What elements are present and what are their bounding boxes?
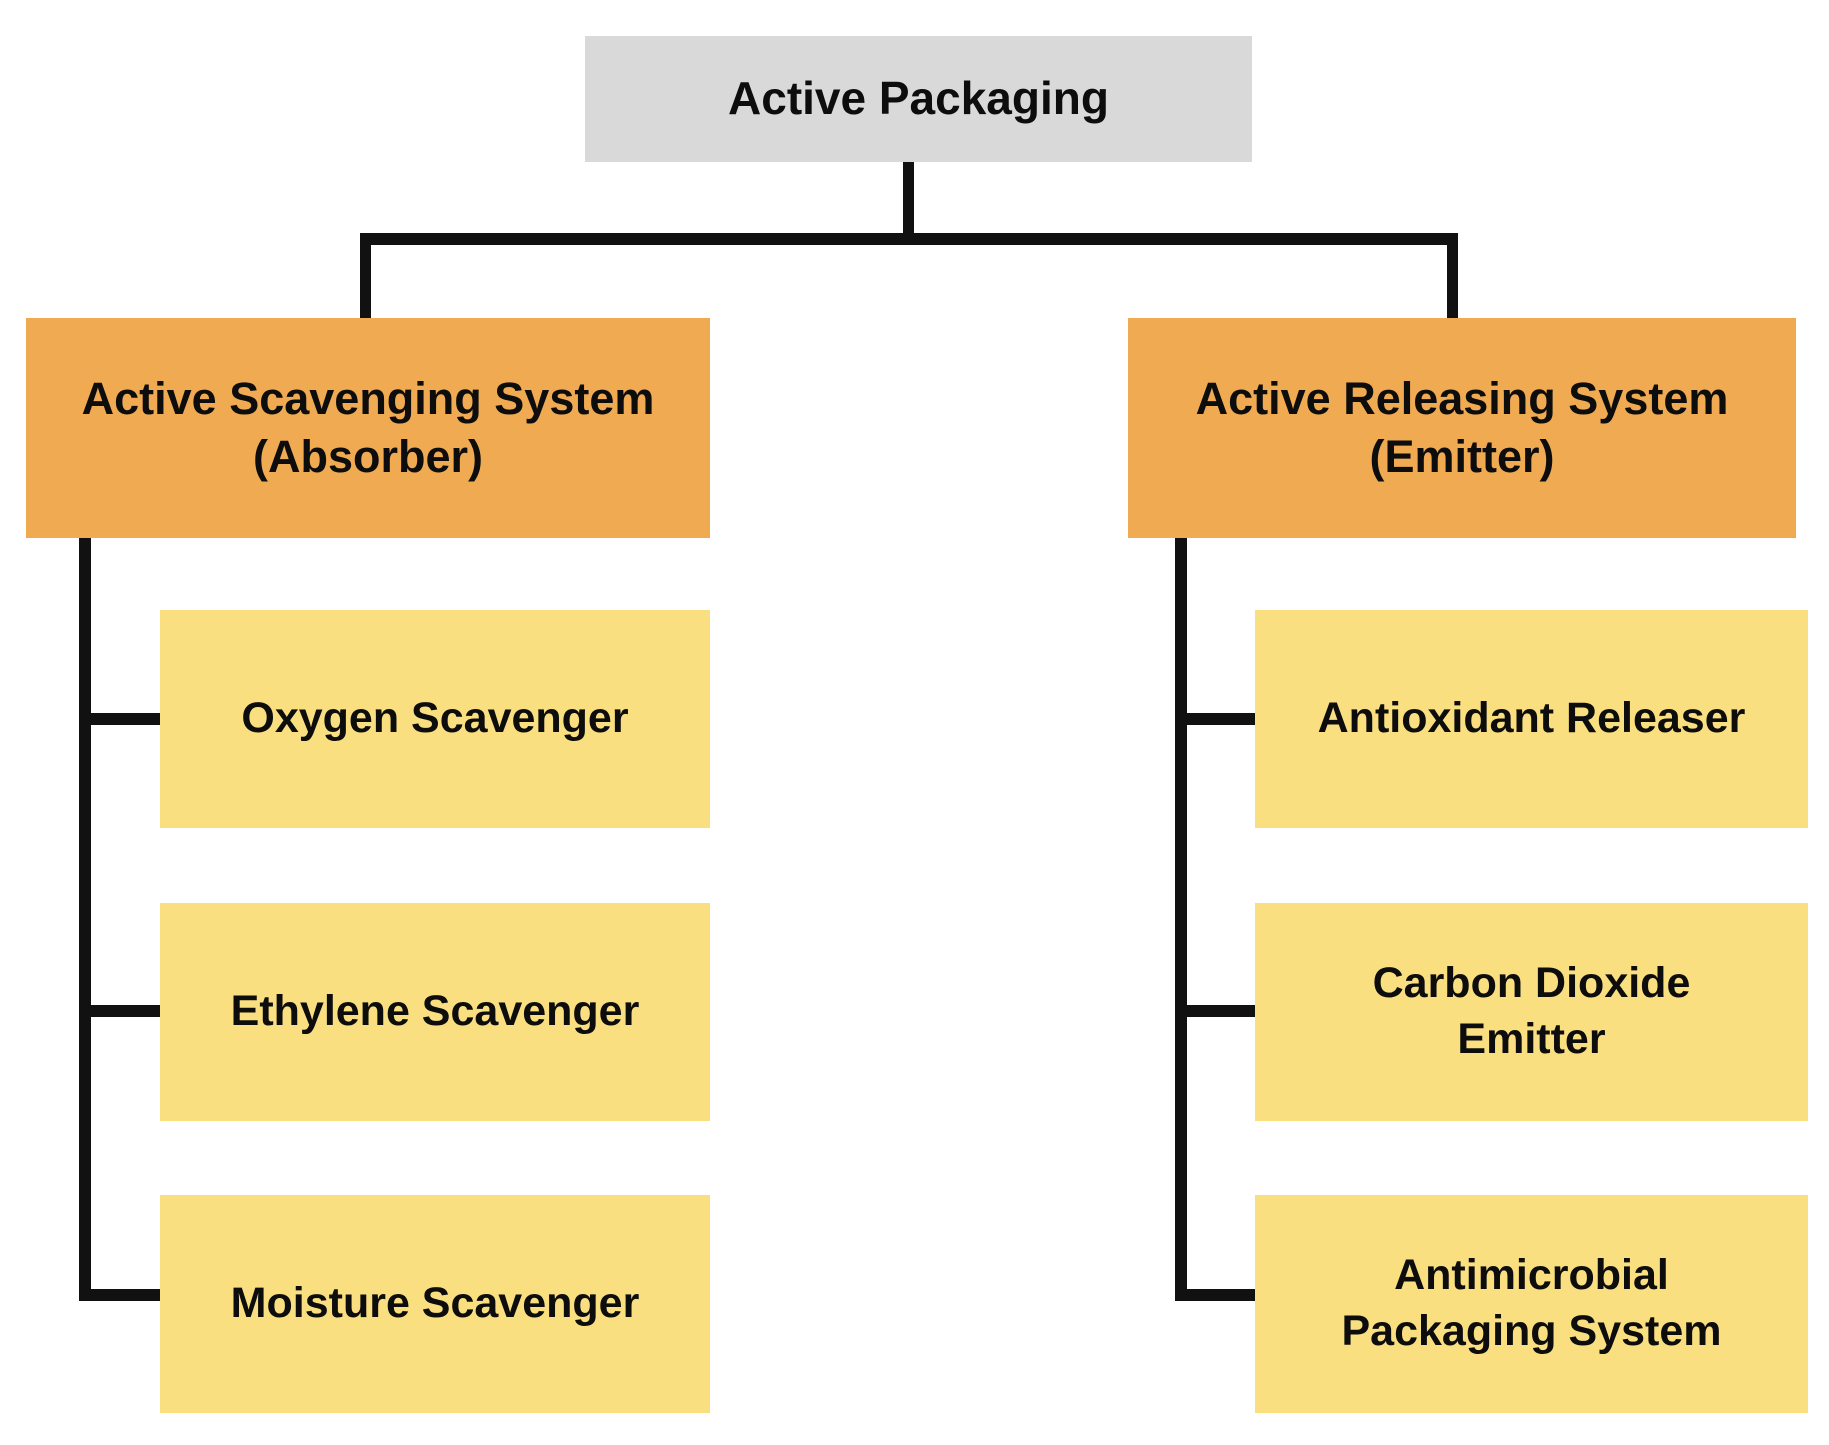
node-leaf-right-3-label: Antimicrobial Packaging System xyxy=(1265,1248,1798,1360)
node-category-active-releasing-system: Active Releasing System (Emitter) xyxy=(1128,318,1796,538)
connector-rail-left xyxy=(79,536,91,1301)
connector-rail-right xyxy=(1175,536,1187,1301)
node-leaf-antioxidant-releaser: Antioxidant Releaser xyxy=(1255,610,1808,828)
node-root-active-packaging: Active Packaging xyxy=(585,36,1252,162)
connector-root-trunk xyxy=(903,160,914,240)
node-leaf-carbon-dioxide-emitter: Carbon Dioxide Emitter xyxy=(1255,903,1808,1121)
node-category-right-line2: (Emitter) xyxy=(1369,431,1555,482)
node-leaf-oxygen-scavenger: Oxygen Scavenger xyxy=(160,610,710,828)
node-leaf-left-3-label: Moisture Scavenger xyxy=(230,1279,640,1328)
connector-drop-left xyxy=(360,233,371,321)
node-category-left-label: Active Scavenging System (Absorber) xyxy=(36,370,700,487)
node-leaf-right-3-line1: Antimicrobial xyxy=(1394,1251,1669,1300)
node-leaf-right-2-line1: Carbon Dioxide xyxy=(1372,959,1691,1008)
node-leaf-moisture-scavenger: Moisture Scavenger xyxy=(160,1195,710,1413)
connector-stub-left-1 xyxy=(79,713,163,725)
node-leaf-antimicrobial-packaging-system: Antimicrobial Packaging System xyxy=(1255,1195,1808,1413)
connector-stub-right-3 xyxy=(1175,1289,1259,1301)
node-category-right-label: Active Releasing System (Emitter) xyxy=(1138,370,1786,487)
connector-stub-left-3 xyxy=(79,1289,163,1301)
node-category-left-line2: (Absorber) xyxy=(252,431,483,482)
connector-stub-left-2 xyxy=(79,1005,163,1017)
node-leaf-right-2-label: Carbon Dioxide Emitter xyxy=(1265,956,1798,1068)
node-category-right-line1: Active Releasing System xyxy=(1195,372,1729,424)
node-leaf-right-1-label: Antioxidant Releaser xyxy=(1317,694,1746,743)
node-category-active-scavenging-system: Active Scavenging System (Absorber) xyxy=(26,318,710,538)
node-leaf-right-3-line2: Packaging System xyxy=(1341,1307,1722,1355)
node-leaf-left-1-label: Oxygen Scavenger xyxy=(241,694,629,743)
node-root-label: Active Packaging xyxy=(728,72,1109,125)
connector-stub-right-1 xyxy=(1175,713,1259,725)
connector-stub-right-2 xyxy=(1175,1005,1259,1017)
node-leaf-left-2-label: Ethylene Scavenger xyxy=(230,987,640,1036)
node-category-left-line1: Active Scavenging System xyxy=(81,372,655,424)
node-leaf-ethylene-scavenger: Ethylene Scavenger xyxy=(160,903,710,1121)
connector-horizontal-bus xyxy=(360,233,1458,245)
node-leaf-right-2-line2: Emitter xyxy=(1457,1015,1606,1063)
connector-drop-right xyxy=(1447,233,1458,321)
